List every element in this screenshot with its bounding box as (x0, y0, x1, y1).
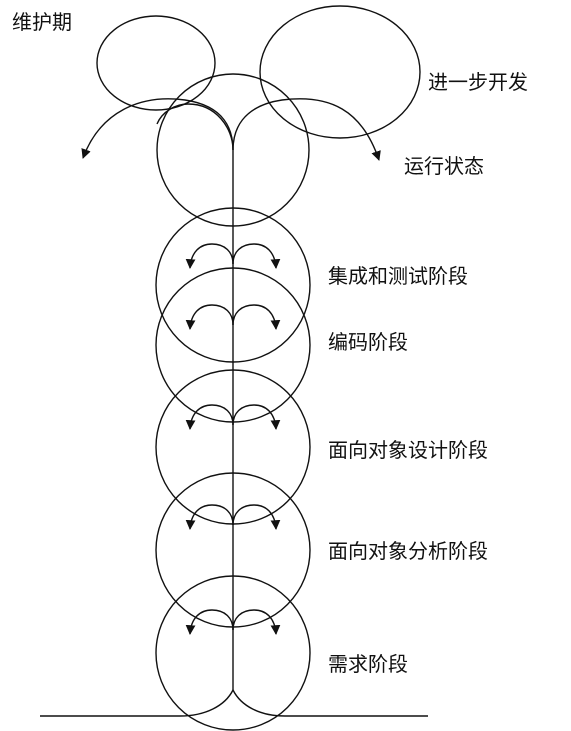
stage-arrow-left (185, 404, 234, 430)
spray-arc-left (81, 98, 234, 159)
spray-arc-right (232, 98, 381, 161)
stage-arrow-left (185, 243, 234, 269)
label-requirements: 需求阶段 (328, 652, 408, 676)
ground-line (40, 688, 428, 717)
stage-arrow-left (185, 504, 234, 530)
maintenance-ellipse (96, 15, 216, 111)
label-maintenance: 维护期 (12, 10, 72, 34)
stage-arrow-right (232, 243, 281, 269)
further-development-ellipse (259, 5, 421, 139)
stage-arrow-left (185, 609, 234, 635)
stage-arrow-right (232, 609, 281, 635)
label-operation: 运行状态 (404, 154, 484, 178)
stage-arrow-right (232, 504, 281, 530)
label-oo-design: 面向对象设计阶段 (328, 438, 488, 462)
stage-circle-requirements (155, 575, 311, 731)
operation-arc-left (156, 103, 234, 151)
label-oo-analysis: 面向对象分析阶段 (328, 539, 488, 563)
label-integration-testing: 集成和测试阶段 (328, 264, 468, 288)
label-further-development: 进一步开发 (428, 70, 528, 94)
stage-arrow-right (232, 304, 281, 330)
stage-circle-integration-testing (155, 207, 311, 363)
stage-arrow-right (232, 404, 281, 430)
operation-circle (156, 73, 310, 227)
label-coding: 编码阶段 (328, 330, 408, 354)
stage-arrow-left (185, 304, 234, 330)
